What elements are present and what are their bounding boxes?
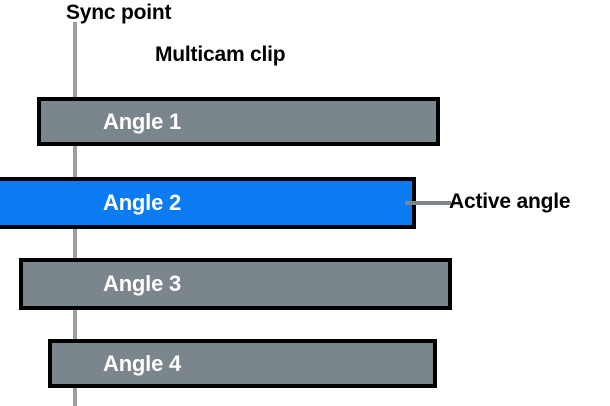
- angle-bar-2-label: Angle 2: [103, 190, 182, 215]
- active-angle-leader-line: [405, 201, 451, 205]
- sync-point-label: Sync point: [66, 1, 172, 24]
- angle-bar-4-label: Angle 4: [103, 350, 182, 376]
- angle-bar-1-label: Angle 1: [103, 108, 182, 134]
- angle-bar-4[interactable]: Angle 4: [48, 339, 437, 388]
- angle-bar-1[interactable]: Angle 1: [37, 97, 440, 146]
- angle-bar-3[interactable]: Angle 3: [19, 258, 452, 310]
- multicam-clip-title: Multicam clip: [155, 43, 286, 66]
- active-angle-label: Active angle: [449, 190, 571, 213]
- angle-bar-2[interactable]: Angle 2: [0, 177, 416, 229]
- angle-bar-3-label: Angle 3: [103, 271, 182, 296]
